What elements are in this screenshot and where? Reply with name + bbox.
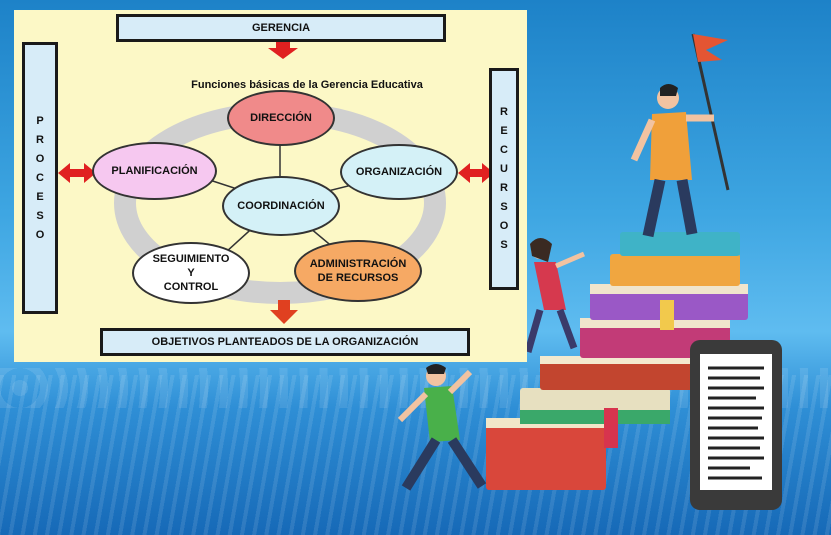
recursos-letter: S — [500, 201, 508, 213]
recursos-letter: R — [500, 106, 508, 118]
node-direccion: DIRECCIÓN — [227, 90, 335, 146]
node-coordinacion: COORDINACIÓN — [222, 176, 340, 236]
node-direccion-label: DIRECCIÓN — [250, 112, 312, 124]
node-planificacion-label: PLANIFICACIÓN — [111, 165, 198, 177]
proceso-letter: S — [36, 209, 44, 222]
recursos-letter: E — [500, 125, 508, 137]
climbing-woman — [524, 238, 585, 353]
gerencia-label: GERENCIA — [251, 22, 311, 34]
double-arrow-right-icon — [458, 163, 494, 183]
node-seguimiento: SEGUIMIENTO Y CONTROL — [132, 242, 250, 304]
flag-icon — [693, 34, 728, 62]
diagram-panel: GERENCIA Funciones básicas de la Gerenci… — [14, 10, 527, 362]
node-seguimiento-line: SEGUIMIENTO — [152, 253, 230, 265]
node-seguimiento-line: CONTROL — [163, 281, 219, 293]
recursos-letter: C — [500, 144, 508, 156]
gerencia-box: GERENCIA — [116, 14, 446, 42]
node-planificacion: PLANIFICACIÓN — [92, 142, 217, 200]
objetivos-label: OBJETIVOS PLANTEADOS DE LA ORGANIZACIÓN — [151, 336, 419, 348]
tablet-icon — [690, 340, 782, 510]
objetivos-box: OBJETIVOS PLANTEADOS DE LA ORGANIZACIÓN — [100, 328, 470, 356]
arrow-down-top-icon — [268, 40, 298, 59]
proceso-letter: O — [35, 152, 45, 165]
recursos-box: R E C U R S O S — [489, 68, 519, 290]
running-man — [397, 364, 487, 491]
diagram-subtitle: Funciones básicas de la Gerencia Educati… — [191, 79, 423, 91]
recursos-letter: S — [500, 239, 508, 251]
recursos-letter: U — [500, 163, 508, 175]
node-organizacion-label: ORGANIZACIÓN — [355, 166, 443, 178]
arrow-down-bottom-icon — [270, 300, 298, 324]
node-administracion-line: DE RECURSOS — [317, 272, 399, 284]
node-seguimiento-line: Y — [187, 267, 195, 279]
proceso-letter: P — [36, 114, 44, 127]
proceso-letter: C — [36, 171, 44, 184]
climbing-man — [630, 33, 730, 238]
book-stack — [486, 232, 748, 490]
node-organizacion: ORGANIZACIÓN — [340, 144, 458, 200]
node-administracion-line: ADMINISTRACIÓN — [309, 258, 407, 270]
proceso-letter: R — [36, 133, 44, 146]
proceso-letter: O — [35, 228, 45, 241]
node-administracion: ADMINISTRACIÓN DE RECURSOS — [294, 240, 422, 302]
proceso-box: P R O C E S O — [22, 42, 58, 314]
recursos-letter: R — [500, 182, 508, 194]
recursos-letter: O — [499, 220, 509, 232]
proceso-letter: E — [36, 190, 44, 203]
node-coordinacion-label: COORDINACIÓN — [237, 200, 325, 212]
double-arrow-left-icon — [58, 163, 96, 183]
